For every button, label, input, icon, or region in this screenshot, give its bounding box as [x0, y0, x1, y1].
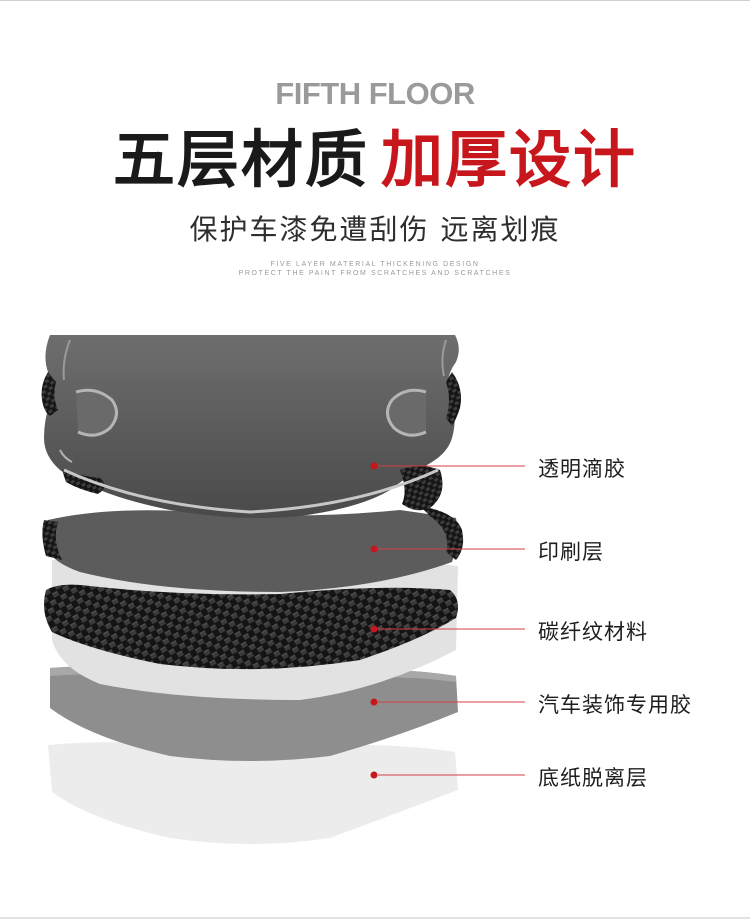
layer-label-printing: 印刷层 [538, 540, 604, 564]
title-main: 五层材质 [112, 123, 369, 196]
eyebrow-title: FIFTH FLOOR [275, 76, 475, 111]
leader-printing [370, 545, 525, 553]
top-divider [0, 0, 750, 1]
subtitle: 保护车漆免遭刮伤 远离划痕 [189, 213, 561, 246]
leader-carbon-fiber [370, 625, 525, 633]
tagline-line-2: PROTECT THE PAINT FROM SCRATCHES AND SCR… [238, 270, 512, 277]
bottom-divider [0, 917, 750, 919]
layer-label-adhesive: 汽车装饰专用胶 [538, 693, 692, 717]
layer-label-backing-paper: 底纸脱离层 [538, 766, 648, 790]
tagline-line-1: FIVE LAYER MATERIAL THICKENING DESIGN [270, 261, 480, 268]
leader-transparent-resin [370, 462, 525, 470]
leader-adhesive [370, 698, 525, 706]
leader-backing-paper [370, 771, 525, 779]
title-accent: 加厚设计 [381, 123, 638, 196]
carbon-fiber-layer [44, 584, 458, 670]
transparent-resin-layer [44, 335, 459, 518]
printing-layer [44, 510, 458, 592]
backing-paper-layer [48, 742, 458, 844]
layer-label-transparent-resin: 透明滴胶 [538, 457, 626, 481]
layer-diagram [41, 335, 525, 844]
layer-label-carbon-fiber: 碳纤纹材料 [538, 620, 648, 644]
page-title: 五层材质加厚设计 [0, 123, 750, 196]
